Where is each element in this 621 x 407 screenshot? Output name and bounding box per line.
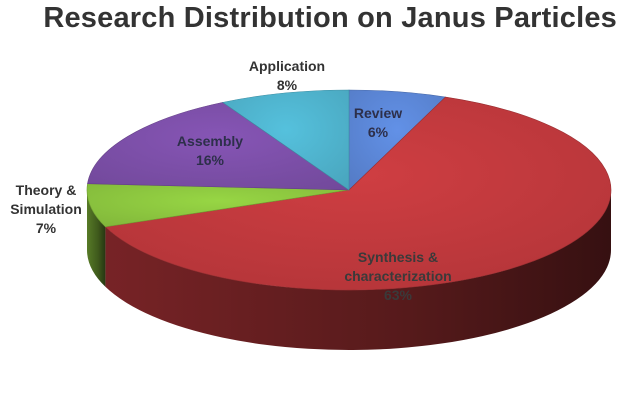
pie-slice-application <box>222 89 350 191</box>
pie-slice-assembly <box>87 102 350 191</box>
pie-slice-synthesis-characterization <box>104 96 612 291</box>
pie-sides <box>87 190 611 350</box>
pie-side-synthesis-characterization <box>105 190 611 350</box>
pie-slice-theory-simulation <box>86 183 350 228</box>
pie-tops <box>86 89 612 291</box>
chart-title: Research Distribution on Janus Particles <box>43 2 617 34</box>
pie-side-theory-simulation <box>87 190 106 287</box>
